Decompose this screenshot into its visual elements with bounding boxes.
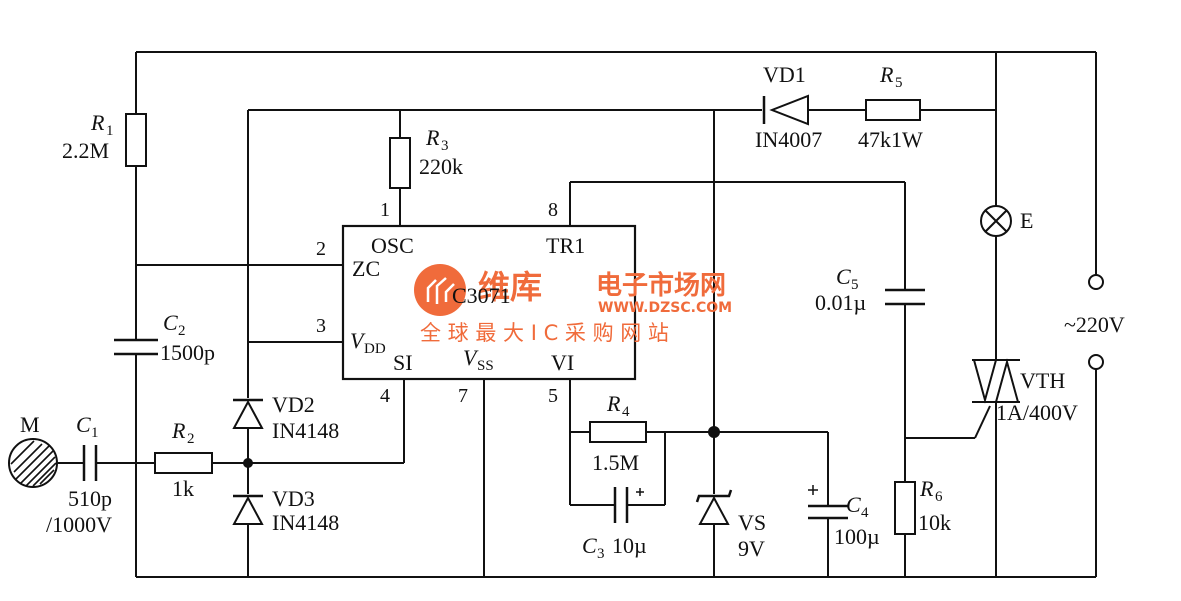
ic-pin-vdd-name: V xyxy=(350,328,366,353)
ic-pin-si-name: SI xyxy=(393,350,413,375)
c5-label: C xyxy=(836,264,851,289)
supply-terminals xyxy=(1088,274,1104,370)
ic-pin-1-number: 1 xyxy=(380,199,390,221)
triac-value: 1A/400V xyxy=(996,400,1078,425)
c1-value2: /1000V xyxy=(46,512,112,537)
r4-value: 1.5M xyxy=(592,450,639,475)
resistor-bodies xyxy=(125,99,921,535)
r2-body xyxy=(154,452,213,474)
vd1-label: VD1 xyxy=(763,62,806,87)
r5-label: R xyxy=(879,62,894,87)
r6-label: R xyxy=(919,476,934,501)
r4-body xyxy=(589,421,647,443)
ic-pin-vdd-sub: DD xyxy=(364,341,386,357)
c5-label-sub: 5 xyxy=(851,277,859,293)
r1-label-sub: 1 xyxy=(106,123,114,139)
r3-label-sub: 3 xyxy=(441,138,449,154)
ic-pin-zc-name: ZC xyxy=(352,256,380,281)
r1-label: R xyxy=(90,110,105,135)
lamp-label: E xyxy=(1020,208,1033,233)
polarity-marks xyxy=(636,485,818,496)
component-labels: R 1 2.2M R 3 220k VD1 IN4007 R 5 47k1W E… xyxy=(20,62,1125,562)
triac-label: VTH xyxy=(1020,368,1065,393)
ic-pin-osc-name: OSC xyxy=(371,233,414,258)
junction-dots xyxy=(243,426,720,468)
ic-pin-2-number: 2 xyxy=(316,238,326,260)
triac-symbol xyxy=(972,358,1020,404)
c4-label-sub: 4 xyxy=(861,505,869,521)
c4-value: 100µ xyxy=(834,524,880,549)
supply-label: ~220V xyxy=(1064,312,1125,337)
r2-value: 1k xyxy=(172,476,194,501)
r4-label: R xyxy=(606,391,621,416)
r3-value: 220k xyxy=(419,154,463,179)
vd1-symbol xyxy=(762,94,809,126)
watermark-url: WWW.DZSC.COM xyxy=(598,300,732,316)
vd2-symbol xyxy=(232,398,264,429)
vd1-value: IN4007 xyxy=(755,127,822,152)
vd2-label: VD2 xyxy=(272,392,315,417)
r6-value: 10k xyxy=(918,510,951,535)
ic-pin-3-number: 3 xyxy=(316,315,326,337)
ic-pin-8-number: 8 xyxy=(548,199,558,221)
c4-label: C xyxy=(846,492,861,517)
r2-label: R xyxy=(171,418,186,443)
c2-label: C xyxy=(163,310,178,335)
r4-label-sub: 4 xyxy=(622,404,630,420)
ic-body xyxy=(341,224,637,381)
r6-body xyxy=(894,481,916,535)
ic-pin-tr1-name: TR1 xyxy=(546,233,585,258)
watermark-brand: 维库 xyxy=(478,268,542,306)
ic-pin-vi-name: VI xyxy=(551,350,574,375)
lamp-symbol xyxy=(980,205,1012,237)
r5-label-sub: 5 xyxy=(895,75,903,91)
capacitor-plates xyxy=(82,288,925,523)
r5-value: 47k1W xyxy=(858,127,923,152)
vs-zener-symbol xyxy=(695,489,733,525)
c1-label-sub: 1 xyxy=(91,425,99,441)
c3-label-sub: 3 xyxy=(597,546,605,562)
ic-pin-7-number: 7 xyxy=(458,385,468,407)
vd3-symbol xyxy=(232,494,264,525)
vd3-value: IN4148 xyxy=(272,510,339,535)
vs-label: VS xyxy=(738,510,766,535)
ic-pin-5-number: 5 xyxy=(548,385,558,407)
r6-label-sub: 6 xyxy=(935,489,943,505)
ic-part-number: C3071 xyxy=(452,283,511,308)
vd3-label: VD3 xyxy=(272,486,315,511)
c3-label: C xyxy=(582,533,597,558)
c3-value: 10µ xyxy=(612,533,647,558)
vs-value: 9V xyxy=(738,536,765,561)
ic-pin-vss-name: V xyxy=(463,345,479,370)
c2-label-sub: 2 xyxy=(178,323,186,339)
watermark-subtitle: 全 球 最 大 I C 采 购 网 站 xyxy=(420,321,669,345)
c2-value: 1500p xyxy=(160,340,215,365)
ic-pin-vss-sub: SS xyxy=(477,358,494,374)
watermark-title: 电子市场网 xyxy=(596,270,726,301)
ic-pin-4-number: 4 xyxy=(380,385,390,407)
vd2-value: IN4148 xyxy=(272,418,339,443)
microphone-symbol xyxy=(8,438,58,488)
r3-label: R xyxy=(425,125,440,150)
r3-body xyxy=(389,137,411,189)
c1-label: C xyxy=(76,412,91,437)
watermark-logo-icon xyxy=(414,264,466,316)
r5-body xyxy=(865,99,921,121)
c5-value: 0.01µ xyxy=(815,290,866,315)
mic-label: M xyxy=(20,412,40,437)
c1-value: 510p xyxy=(68,486,112,511)
r1-body xyxy=(125,113,147,167)
r2-label-sub: 2 xyxy=(187,431,195,447)
ic-labels: OSC ZC V DD SI V SS VI TR1 C3071 1 2 3 4… xyxy=(316,199,585,407)
r1-value: 2.2M xyxy=(62,138,109,163)
watermark: 维库 电子市场网 WWW.DZSC.COM 全 球 最 大 I C 采 购 网 … xyxy=(414,264,732,345)
